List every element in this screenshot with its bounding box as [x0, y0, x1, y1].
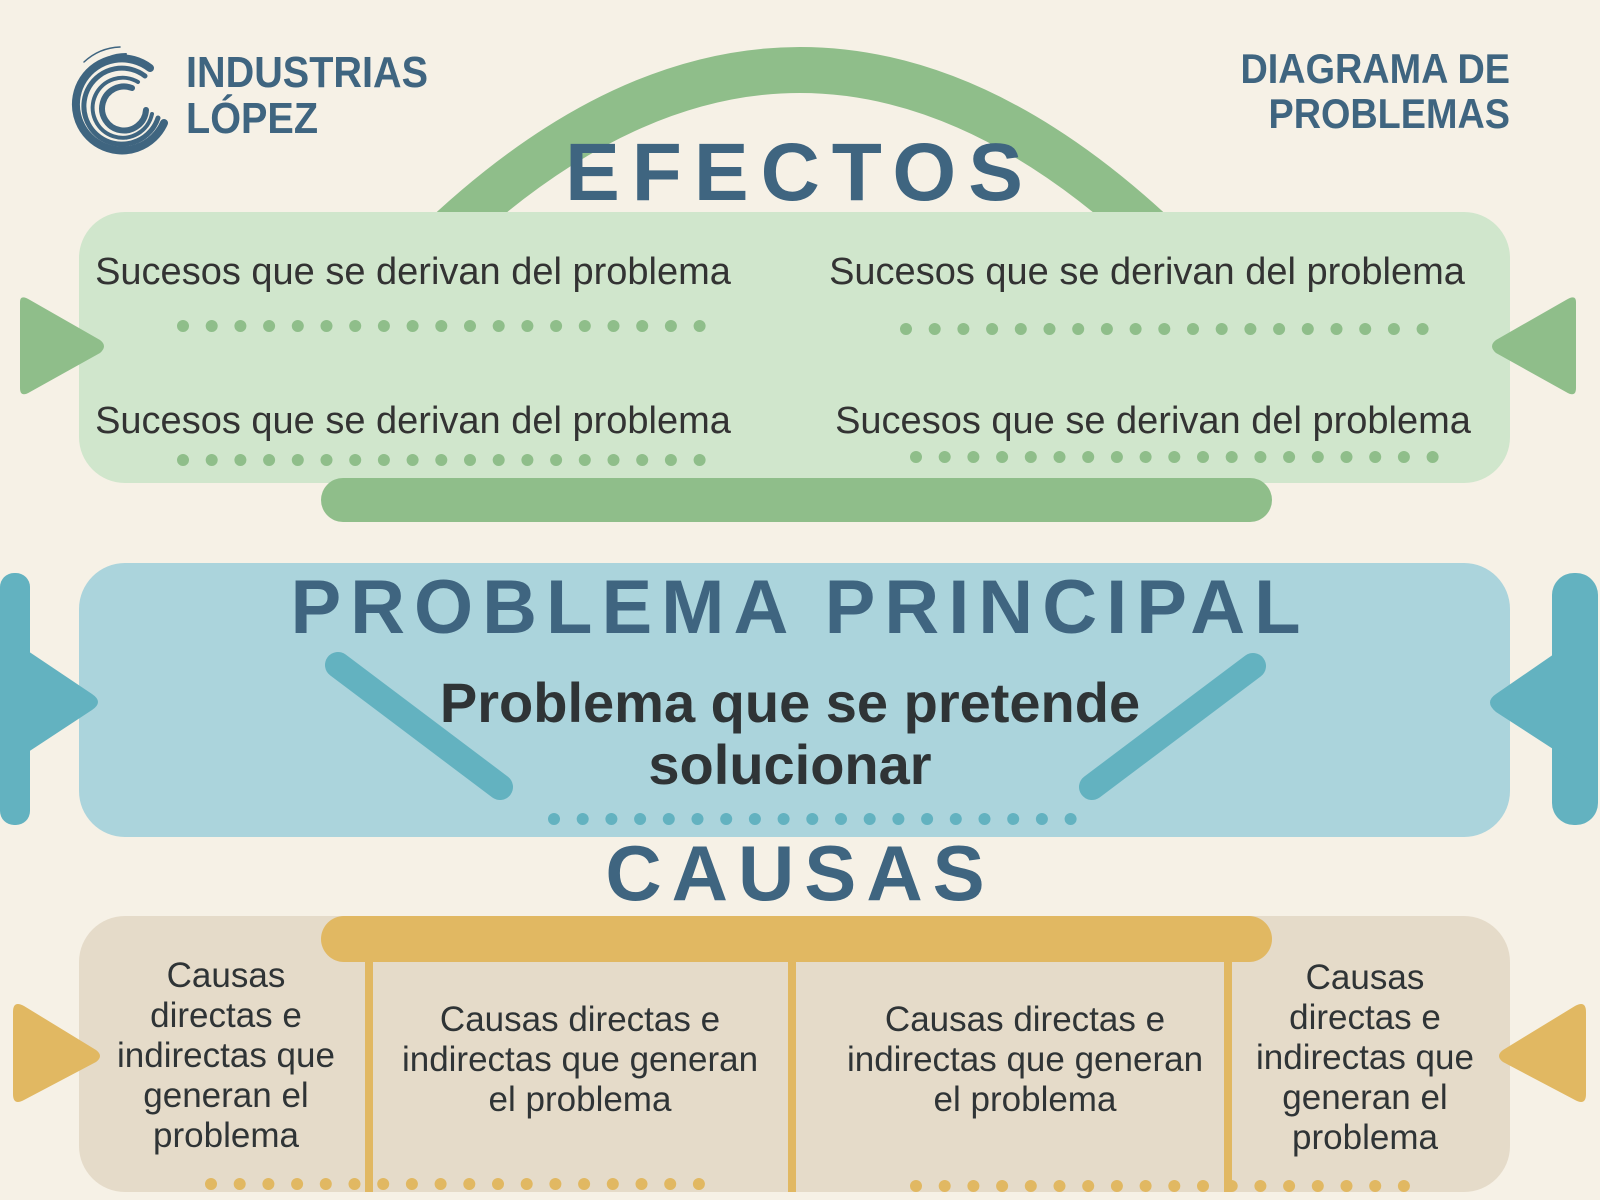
brand-name-line1: INDUSTRIAS	[186, 48, 429, 97]
cause-item-4: Causas directas e indirectas que generan…	[1256, 958, 1474, 1157]
effects-panel	[79, 212, 1510, 483]
problem-left-bar	[0, 573, 30, 825]
causes-left-arrow	[13, 1004, 100, 1102]
problem-description: Problema que se pretende solucionar	[439, 671, 1141, 796]
problem-left-arrow	[16, 643, 98, 760]
effect-item-2: Sucesos que se derivan del problema	[829, 251, 1465, 293]
brand-logo	[71, 46, 168, 155]
cause-item-3: Causas directas e indirectas que generan…	[846, 1000, 1204, 1119]
brand-name-line2: LÓPEZ	[186, 94, 319, 143]
problem-right-diagonal	[1079, 653, 1266, 800]
cause-item-1: Causas directas e indirectas que generan…	[117, 956, 335, 1155]
problem-panel	[79, 563, 1510, 837]
document-title-line1: DIAGRAMA DE	[1240, 45, 1510, 92]
effects-heading: EFECTOS	[565, 127, 1035, 218]
effect-item-3: Sucesos que se derivan del problema	[95, 400, 731, 442]
document-title-line2: PROBLEMAS	[1268, 90, 1510, 137]
causes-heading: CAUSAS	[605, 829, 995, 917]
causes-right-arrow	[1499, 1004, 1586, 1102]
brand-name: INDUSTRIAS LÓPEZ	[186, 50, 474, 142]
causes-bar	[321, 916, 1272, 962]
problem-left-diagonal	[325, 652, 513, 800]
effects-right-arrow	[1492, 297, 1576, 395]
problem-right-arrow	[1490, 643, 1570, 760]
effect-item-4: Sucesos que se derivan del problema	[835, 400, 1471, 442]
problem-right-bar	[1552, 573, 1598, 825]
problem-heading: PROBLEMA PRINCIPAL	[290, 565, 1310, 650]
effect-item-1: Sucesos que se derivan del problema	[95, 251, 731, 293]
document-title: DIAGRAMA DE PROBLEMAS	[1132, 46, 1510, 136]
effects-arch	[413, 47, 1187, 267]
cause-item-2: Causas directas e indirectas que generan…	[401, 1000, 759, 1119]
effects-bar	[321, 478, 1272, 522]
effects-left-arrow	[20, 297, 104, 395]
